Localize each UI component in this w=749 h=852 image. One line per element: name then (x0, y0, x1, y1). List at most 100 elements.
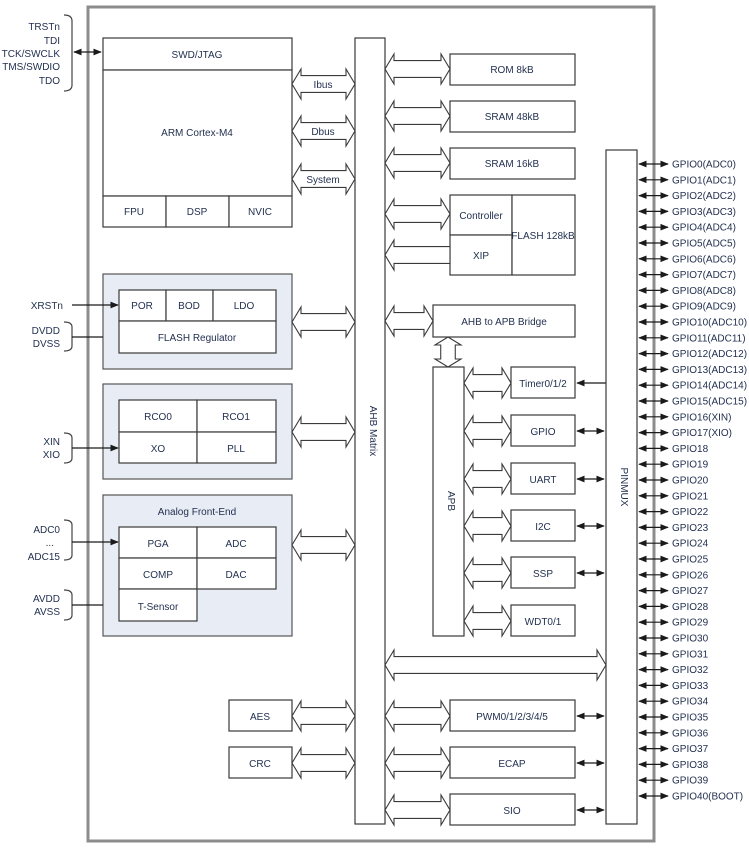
ahb-peripheral-label: PWM0/1/2/3/4/5 (476, 712, 548, 723)
ahb-peripheral-bus-arrow (384, 746, 451, 780)
sram16-bus-arrow (384, 146, 451, 180)
ibus-label: Ibus (314, 80, 333, 91)
gpio-pin-label: GPIO20 (672, 476, 709, 487)
bus-arrows (291, 52, 607, 780)
gpio-pin-label: GPIO15(ADC15) (672, 397, 747, 408)
gpio-pin-label: GPIO6(ADC6) (672, 254, 736, 265)
comp-label: COMP (143, 570, 173, 581)
tsensor-label: T-Sensor (138, 602, 179, 613)
gpio-pin-label: GPIO2(ADC2) (672, 191, 736, 202)
por-block (118, 289, 167, 322)
pin-label: DVDD (32, 326, 60, 337)
flash-xip-label: XIP (473, 251, 489, 262)
apb-peripheral-bus-arrow (463, 366, 512, 400)
flash-block (511, 194, 576, 276)
bod-label: BOD (178, 301, 200, 312)
ahb-matrix-label: AHB Matrix (367, 406, 378, 457)
afe-title: Analog Front-End (158, 507, 236, 518)
aes-bus-arrow (291, 699, 356, 733)
gpio-pin-label: GPIO30 (672, 634, 709, 645)
apb-peripheral-block (510, 366, 576, 399)
cpu-block (102, 69, 293, 197)
ahb-peripheral-block (449, 746, 576, 779)
gpio-pin-label: GPIO8(ADC8) (672, 286, 736, 297)
apb-peripheral-label: SSP (533, 569, 553, 580)
crc-label: CRC (249, 759, 271, 770)
swd-jtag-label: SWD/JTAG (172, 50, 223, 61)
dsp-label: DSP (187, 207, 208, 218)
power-bus-arrow (291, 305, 356, 339)
pin-label: XIO (43, 450, 60, 461)
ahb-peripheral-block (449, 699, 576, 732)
pll-block (196, 431, 277, 464)
chip-boundary (86, 5, 656, 843)
ahb-peripheral-label: ECAP (498, 759, 526, 770)
pinmux-bus-arrow (384, 648, 607, 682)
analog-supply-brace (63, 589, 73, 621)
flash-controller-label: Controller (459, 211, 503, 222)
fpu-label: FPU (124, 207, 144, 218)
sram48-label: SRAM 48kB (485, 112, 540, 123)
gpio-pin-label: GPIO24 (672, 539, 709, 550)
dac-label: DAC (225, 570, 246, 581)
pin-label: AVDD (33, 594, 60, 605)
pin-label: XIN (43, 437, 60, 448)
apb-bus (432, 366, 465, 637)
dbus-arrow (291, 114, 356, 148)
gpio-pin-label: GPIO38 (672, 760, 709, 771)
sram48-bus-arrow (384, 99, 451, 133)
tsensor-block (118, 588, 198, 622)
rco0-block (118, 399, 198, 433)
apb-peripheral-bus-arrow (463, 556, 512, 590)
gpio-pin-label: GPIO17(XIO) (672, 428, 732, 439)
crc-bus-arrow (291, 746, 356, 780)
nvic-block (228, 195, 293, 228)
apb-peripheral-block (510, 604, 576, 637)
flash-regulator-block (118, 320, 277, 354)
pin-label: DVSS (33, 339, 61, 350)
ldo-label: LDO (234, 301, 255, 312)
gpio-pin-label: GPIO1(ADC1) (672, 175, 736, 186)
sram16-label: SRAM 16kB (485, 159, 540, 170)
pin-label: ADC0 (33, 525, 60, 536)
pinmux-label: PINMUX (618, 468, 629, 507)
gpio-pin-label: GPIO26 (672, 570, 709, 581)
gpio-pin-label: GPIO19 (672, 460, 709, 471)
flash-controller-bus-arrow (384, 197, 451, 231)
gpio-pin-label: GPIO5(ADC5) (672, 239, 736, 250)
gpio-pin-label: GPIO35 (672, 713, 709, 724)
flash-xip-block (449, 234, 513, 276)
clock-brace (63, 432, 73, 464)
apb-peripheral-block (510, 556, 576, 589)
ahb-peripheral-label: SIO (503, 806, 520, 817)
fpu-block (102, 195, 167, 228)
gpio-pin-label: GPIO21 (672, 491, 709, 502)
pin-label: TDI (44, 36, 60, 47)
cpu-label: ARM Cortex-M4 (161, 128, 233, 139)
system-bus-label: System (306, 175, 339, 186)
xo-block (118, 431, 198, 464)
pga-block (118, 526, 198, 559)
supply-brace (63, 321, 73, 352)
rco0-label: RCO0 (144, 412, 172, 423)
sram48-block (449, 100, 576, 133)
gpio-pin-label: GPIO34 (672, 697, 709, 708)
rom-bus-arrow (384, 52, 451, 86)
adc-label: ADC (225, 539, 246, 550)
gpio-pin-label: GPIO14(ADC14) (672, 381, 747, 392)
apb-peripheral-label: GPIO (530, 427, 555, 438)
gpio-pin-label: GPIO25 (672, 555, 709, 566)
apb-peripheral-bus-arrow (463, 414, 512, 448)
bridge-apb-arrow (433, 336, 463, 368)
apb-peripheral-label: I2C (535, 522, 551, 533)
ahb-peripheral-bus-arrow (384, 793, 451, 827)
pga-label: PGA (147, 539, 168, 550)
apb-peripheral-label: Timer0/1/2 (519, 379, 567, 390)
gpio-pin-label: GPIO3(ADC3) (672, 207, 736, 218)
gpio-pin-label: GPIO13(ADC13) (672, 365, 747, 376)
debug-pin-labels: TRSTn TDI TCK/SWCLK TMS/SWDIO TDO (2, 22, 61, 87)
gpio-pin-label: GPIO12(ADC12) (672, 349, 747, 360)
por-label: POR (131, 301, 153, 312)
